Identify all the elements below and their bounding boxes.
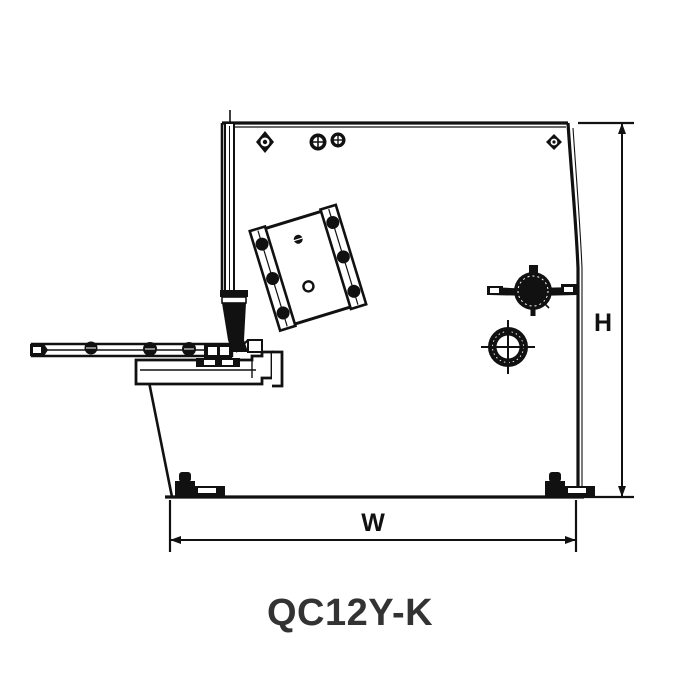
fastener-diamond-top-right: [546, 134, 562, 150]
tilted-hinge-plate: [248, 203, 368, 333]
machine-body-outline: [147, 121, 584, 499]
handwheel-hub[interactable]: [487, 265, 578, 316]
fastener-circle-top-mid-b: [330, 132, 346, 148]
dial-gauge[interactable]: [481, 320, 535, 374]
fastener-circle-top-mid-a: [309, 133, 327, 151]
dimension-height-label: H: [594, 309, 612, 337]
knob-b: [143, 342, 157, 356]
fastener-plate-lower: [302, 280, 315, 293]
figure-title: QC12Y-K: [266, 592, 434, 634]
dimension-width-label: W: [361, 509, 385, 537]
vertical-guard-rod: [224, 110, 235, 296]
foot-mount-left: [175, 472, 225, 497]
knob-c: [182, 342, 196, 356]
lower-table-bracket: [134, 339, 284, 388]
fastener-diamond-top-left: [256, 131, 274, 153]
dimension-height: H: [578, 121, 634, 499]
fastener-plate-upper: [293, 234, 304, 244]
back-gauge-arm: [30, 341, 234, 358]
foot-mount-right: [545, 472, 595, 497]
dimension-width: W: [168, 500, 578, 552]
knob-a: [84, 341, 98, 355]
ram-cylinder-block: [220, 290, 248, 352]
